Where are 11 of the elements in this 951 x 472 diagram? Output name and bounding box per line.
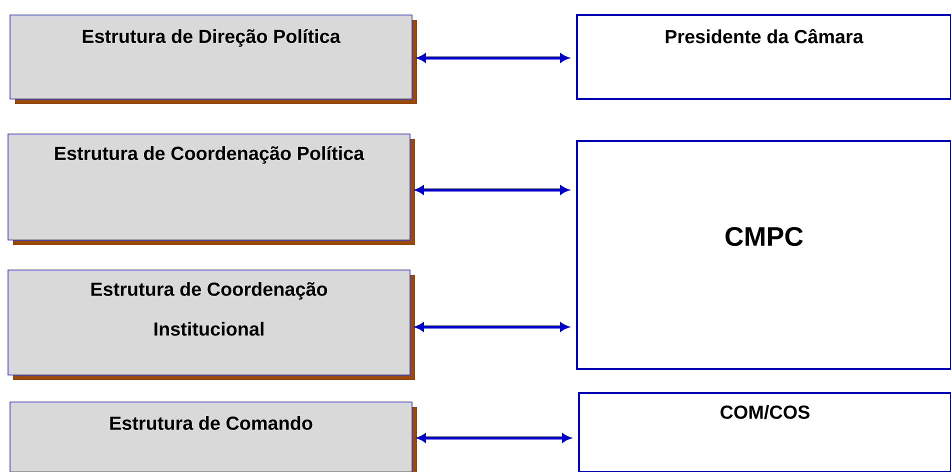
entity-box: CMPC [576, 140, 951, 370]
structure-box: Estrutura de Direção Política [10, 14, 417, 104]
structure-box: Estrutura de Coordenação Institucional [8, 270, 415, 380]
structure-box: Estrutura de Coordenação Política [8, 134, 415, 245]
entity-box: COM/COS [578, 392, 951, 472]
entity-box: Presidente da Câmara [576, 14, 951, 100]
structure-box: Estrutura de Comando [10, 402, 417, 472]
arrow [415, 186, 569, 194]
arrow [415, 322, 569, 332]
arrow [417, 434, 571, 442]
arrow [417, 54, 569, 62]
